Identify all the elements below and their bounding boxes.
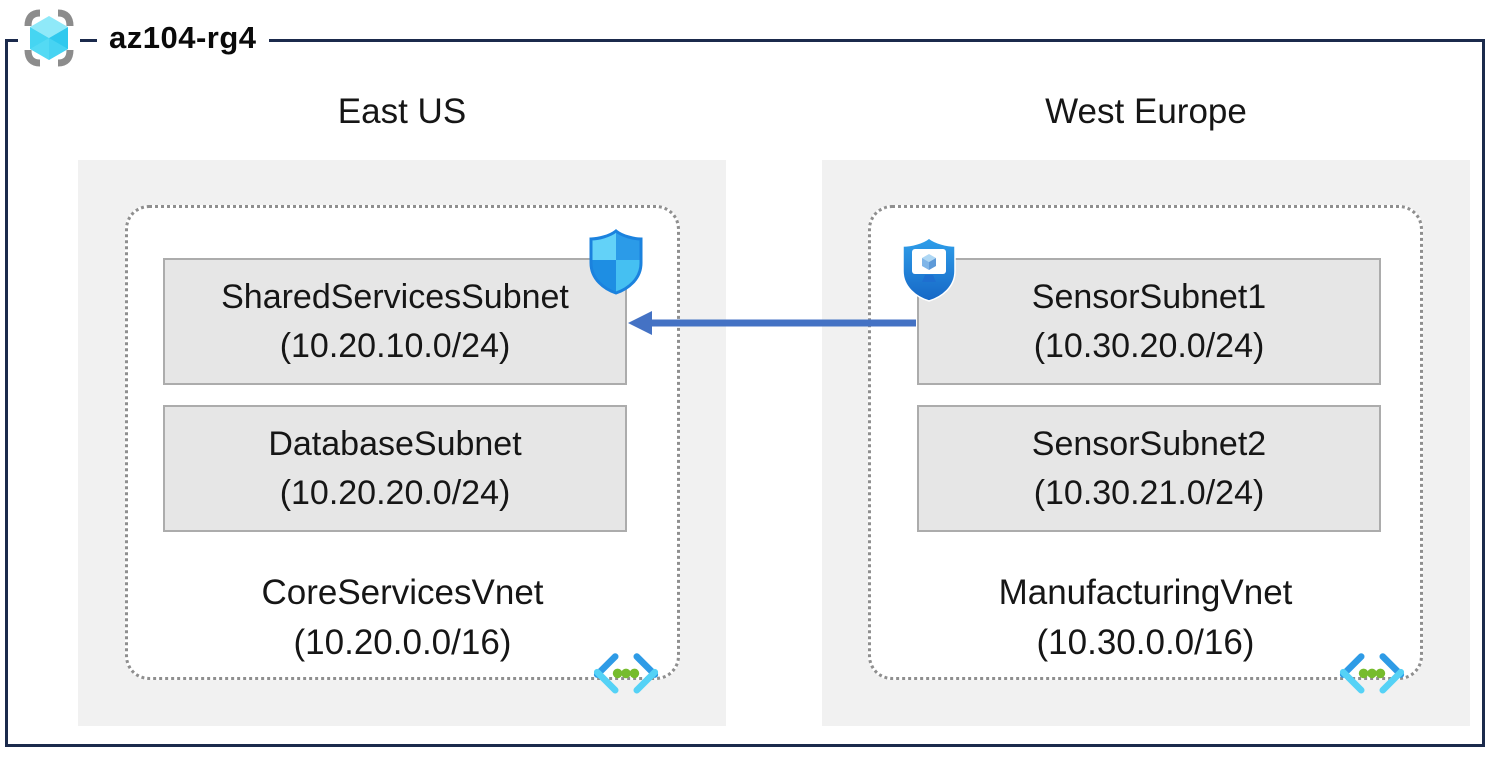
resource-group-boundary — [5, 39, 1485, 747]
vnet-cidr: (10.30.0.0/16) — [1036, 622, 1255, 662]
region-label-east-us: East US — [337, 92, 467, 131]
subnet-sensorsubnet2: SensorSubnet2 (10.30.21.0/24) — [917, 405, 1381, 532]
monitor-shield-icon — [900, 236, 958, 309]
resource-group-title: az104-rg4 — [97, 20, 269, 56]
virtual-network-icon — [593, 653, 659, 694]
virtual-network-icon — [1339, 653, 1405, 694]
subnet-cidr: (10.20.20.0/24) — [279, 473, 511, 512]
subnet-name: SharedServicesSubnet — [221, 278, 569, 317]
vnet-cidr: (10.20.0.0/16) — [293, 622, 512, 662]
region-label-west-europe: West Europe — [1045, 92, 1247, 131]
vnet-name: ManufacturingVnet — [998, 573, 1293, 612]
subnet-cidr: (10.20.10.0/24) — [279, 326, 511, 365]
subnet-name: SensorSubnet2 — [1031, 425, 1267, 464]
subnet-name: SensorSubnet1 — [1031, 278, 1267, 317]
subnet-name: DatabaseSubnet — [268, 425, 522, 464]
resource-group-icon — [18, 7, 80, 69]
vnet-peering-arrow — [628, 311, 916, 335]
defender-shield-icon — [588, 228, 644, 301]
subnet-cidr: (10.30.20.0/24) — [1033, 326, 1265, 365]
vnet-label-manufacturingvnet: ManufacturingVnet (10.30.0.0/16) — [868, 568, 1423, 667]
subnet-sensorsubnet1: SensorSubnet1 (10.30.20.0/24) — [917, 258, 1381, 385]
vnet-name: CoreServicesVnet — [261, 573, 544, 612]
vnet-label-coreservicesvnet: CoreServicesVnet (10.20.0.0/16) — [125, 568, 680, 667]
subnet-cidr: (10.30.21.0/24) — [1033, 473, 1265, 512]
subnet-sharedservicessubnet: SharedServicesSubnet (10.20.10.0/24) — [163, 258, 627, 385]
subnet-databasesubnet: DatabaseSubnet (10.20.20.0/24) — [163, 405, 627, 532]
